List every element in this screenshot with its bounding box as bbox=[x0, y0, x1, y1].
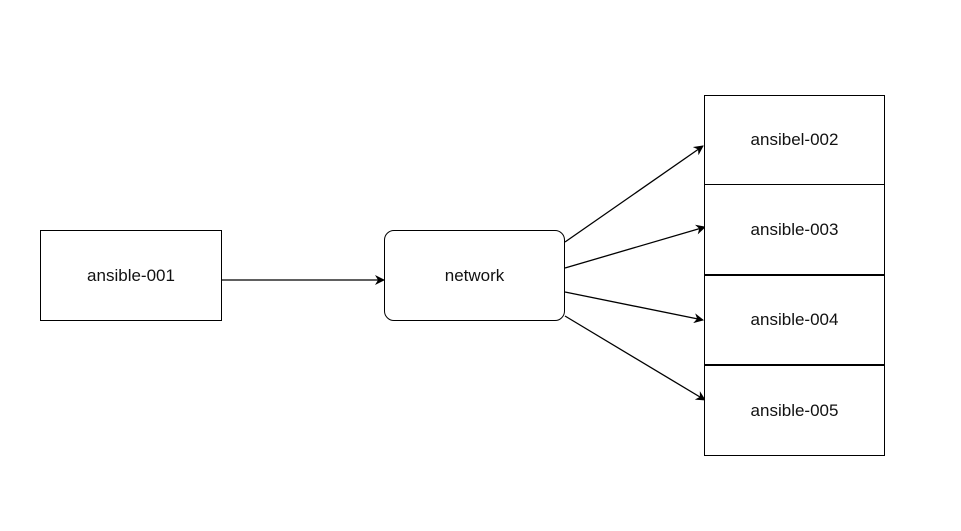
node-ansible-001[interactable]: ansible-001 bbox=[40, 230, 222, 321]
node-ansible-004[interactable]: ansible-004 bbox=[704, 275, 885, 365]
edge-network-to-ansible-004 bbox=[564, 291, 704, 324]
node-ansibel-002[interactable]: ansibel-002 bbox=[704, 95, 885, 185]
edge-network-to-ansibel-002 bbox=[564, 145, 704, 243]
node-ansible-001-label: ansible-001 bbox=[87, 265, 175, 285]
node-ansibel-002-label: ansibel-002 bbox=[750, 130, 839, 149]
edge-network-to-ansible-003 bbox=[564, 224, 706, 269]
edge-network-to-ansible-005 bbox=[564, 315, 706, 401]
node-network-label: network bbox=[444, 265, 505, 285]
node-ansible-004-label: ansible-004 bbox=[750, 310, 839, 329]
node-network[interactable]: network bbox=[384, 230, 565, 321]
node-ansible-005-label: ansible-005 bbox=[750, 400, 839, 420]
node-ansible-003-label: ansible-003 bbox=[750, 219, 839, 239]
node-ansible-003[interactable]: ansible-003 bbox=[704, 185, 885, 275]
node-ansible-005[interactable]: ansible-005 bbox=[704, 365, 885, 456]
